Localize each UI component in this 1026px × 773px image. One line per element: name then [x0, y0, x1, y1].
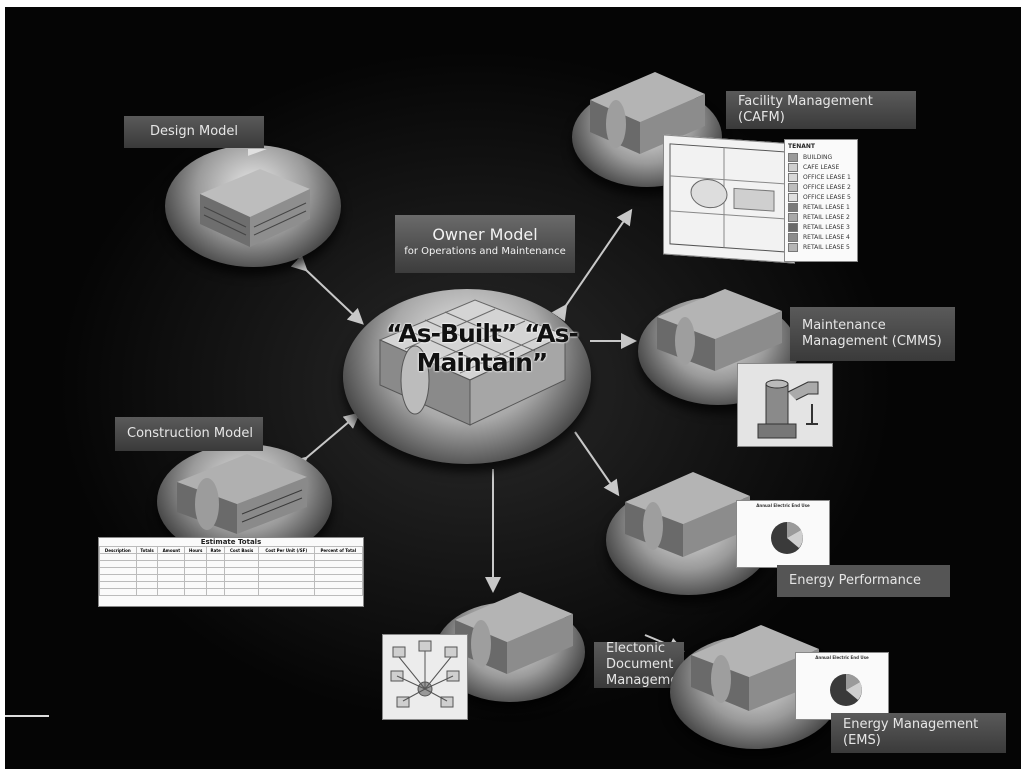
construction-building-icon — [177, 454, 307, 534]
tenant-legend-item: RETAIL LEASE 5 — [785, 242, 857, 252]
legend-swatch — [788, 202, 798, 212]
tenant-legend-panel: TENANT BUILDING CAFE LEASE OFFICE LEASE 1 O… — [784, 139, 858, 262]
document-network-panel — [382, 634, 468, 720]
estimate-column-header: Totals — [135, 546, 159, 554]
ems-pie-chart-icon — [830, 673, 862, 706]
energy-management-label: Energy Management (EMS) — [831, 713, 1006, 753]
tenant-legend-item: CAFE LEASE — [785, 162, 857, 172]
tenant-legend-item: OFFICE LEASE 1 — [785, 172, 857, 182]
estimate-column-header: Amount — [157, 546, 186, 554]
arrow-owner-to-energy — [574, 431, 620, 497]
legend-label: CAFE LEASE — [803, 163, 840, 171]
energy-performance-label: Energy Performance — [777, 565, 950, 597]
legend-swatch — [788, 162, 798, 172]
legend-swatch — [788, 232, 798, 242]
legend-label: RETAIL LEASE 2 — [803, 213, 850, 221]
facility-building-icon — [590, 72, 705, 154]
construction-model-label: Construction Model — [115, 417, 263, 451]
ems-chart-panel: Annual Electric End Use — [795, 652, 889, 720]
legend-label: OFFICE LEASE 5 — [803, 193, 851, 201]
as-built-as-maintain-text: “As-Built” “As-Maintain” — [386, 319, 579, 377]
legend-swatch — [788, 182, 798, 192]
tenant-legend-list: BUILDING CAFE LEASE OFFICE LEASE 1 OFFICE L… — [785, 152, 857, 252]
legend-label: BUILDING — [803, 153, 833, 161]
estimate-title: Estimate Totals — [200, 538, 262, 546]
chart-caption: Annual Electric End Use — [756, 503, 810, 508]
edm-building-icon — [455, 592, 573, 674]
arrow-construction-to-owner — [290, 412, 361, 473]
facility-management-label: Facility Management (CAFM) — [726, 91, 916, 129]
legend-swatch — [788, 172, 798, 182]
legend-label: RETAIL LEASE 3 — [803, 223, 850, 231]
legend-swatch — [788, 212, 798, 222]
owner-model-title-box: Owner Model for Operations and Maintenan… — [395, 215, 575, 273]
legend-label: OFFICE LEASE 1 — [803, 173, 851, 181]
design-model-label: Design Model — [124, 116, 264, 148]
floor-plan-drawing — [669, 143, 786, 253]
design-building-icon — [200, 149, 310, 247]
owner-model-title: Owner Model — [432, 225, 538, 244]
equipment-panel — [737, 363, 833, 447]
legend-label: RETAIL LEASE 4 — [803, 233, 850, 241]
energy-building-icon — [625, 472, 750, 557]
tenant-legend-item: RETAIL LEASE 4 — [785, 232, 857, 242]
estimate-column-header: Cost Basis — [224, 546, 259, 554]
tenant-legend-item: OFFICE LEASE 5 — [785, 192, 857, 202]
maintenance-management-label: Maintenance Management (CMMS) — [790, 307, 955, 361]
estimate-column-header: Cost Per Unit (/SF) — [257, 546, 315, 554]
ems-chart-caption: Annual Electric End Use — [815, 655, 869, 660]
equipment-icon — [757, 379, 819, 439]
document-network-icon — [390, 640, 460, 708]
legend-label: RETAIL LEASE 5 — [803, 243, 850, 251]
pie-chart-icon — [771, 521, 803, 554]
estimate-column-header: Percent of Total — [313, 546, 364, 554]
diagram-canvas: Design Model Construction Model Estimate… — [5, 7, 1021, 769]
maintenance-building-icon — [657, 289, 782, 371]
owner-model-subtitle: for Operations and Maintenance — [404, 246, 566, 257]
legend-swatch — [788, 152, 798, 162]
edm-label: Electonic Document Management — [594, 642, 684, 688]
tenant-legend-item: RETAIL LEASE 3 — [785, 222, 857, 232]
legend-label: OFFICE LEASE 2 — [803, 183, 851, 191]
tenant-legend-item: BUILDING — [785, 152, 857, 162]
estimate-column-header: Description — [99, 546, 137, 554]
tenant-legend-item: RETAIL LEASE 1 — [785, 202, 857, 212]
arrow-owner-to-facility — [551, 208, 633, 322]
legend-swatch — [788, 192, 798, 202]
legend-swatch — [788, 242, 798, 252]
legend-label: RETAIL LEASE 1 — [803, 203, 850, 211]
estimate-column-header: Rate — [206, 546, 226, 554]
floor-plan-panel — [663, 134, 795, 264]
owner-building-icon — [378, 299, 567, 426]
electric-end-use-chart-panel: Annual Electric End Use — [736, 500, 830, 568]
arrow-design-to-owner — [290, 254, 364, 325]
legend-swatch — [788, 222, 798, 232]
tenant-legend-item: OFFICE LEASE 2 — [785, 182, 857, 192]
divider-line — [5, 715, 49, 717]
tenant-legend-title: TENANT — [788, 143, 815, 150]
estimate-column-header: Hours — [184, 546, 208, 554]
tenant-legend-item: RETAIL LEASE 2 — [785, 212, 857, 222]
